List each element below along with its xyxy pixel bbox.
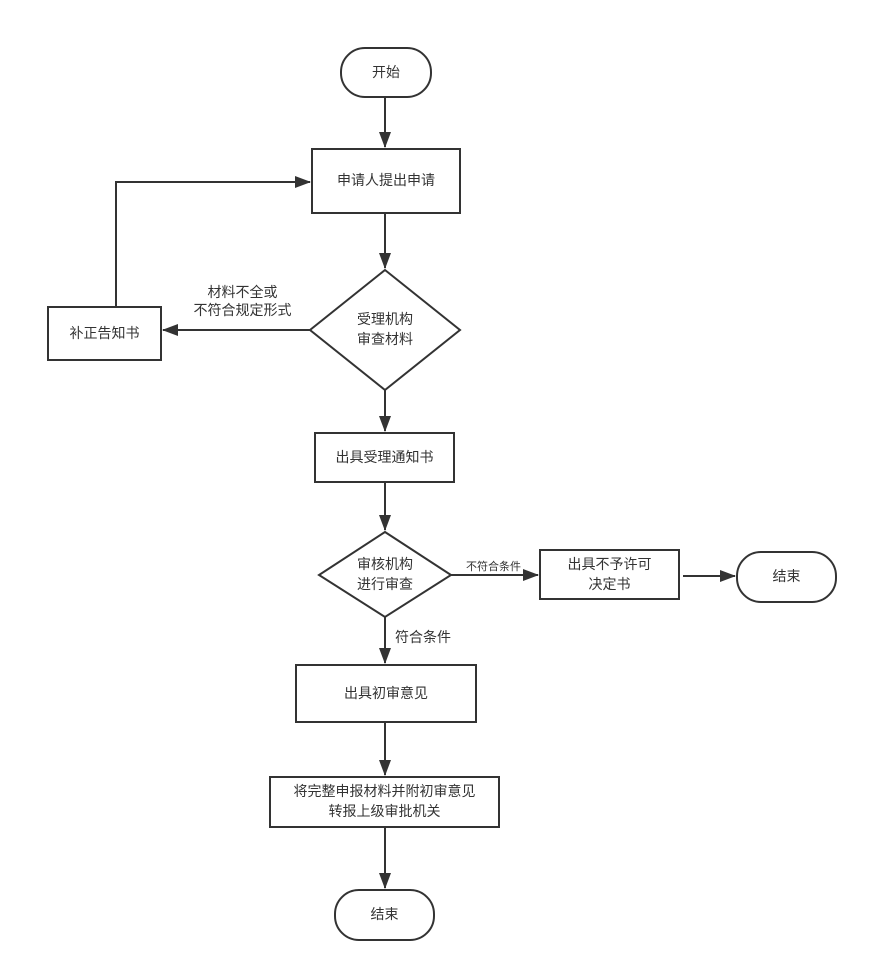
end-deny-terminal <box>736 551 837 603</box>
acceptance-notice-box <box>314 432 455 483</box>
check-materials-label: 受理机构 审查材料 <box>357 312 413 348</box>
edge-correction-to-apply <box>115 176 311 307</box>
forward-label: 将完整申报材料并附初审意见 转报上级审批机关 <box>293 784 476 820</box>
apply-box <box>311 148 461 214</box>
review-label: 审核机构 进行审查 <box>357 557 413 593</box>
deny-decision-label: 出具不予许可 决定书 <box>567 556 652 593</box>
end-label: 结束 <box>370 907 399 923</box>
preliminary-opinion-box <box>295 664 477 723</box>
deny-decision-box <box>539 549 680 600</box>
end-terminal <box>334 889 435 941</box>
correction-notice-label: 补正告知书 <box>69 325 140 342</box>
edge-label-qualified: 符合条件 <box>395 630 451 646</box>
end-deny-label: 结束 <box>772 569 801 585</box>
correction-notice-box <box>47 306 162 361</box>
acceptance-notice-label: 出具受理通知书 <box>335 449 434 466</box>
edge-label-not-qualified: 不符合条件 <box>466 560 521 573</box>
preliminary-opinion-label: 出具初审意见 <box>344 685 428 702</box>
edge-label-incomplete: 材料不全或 不符合规定形式 <box>193 285 292 319</box>
apply-label: 申请人提出申请 <box>337 173 435 189</box>
start-label: 开始 <box>372 64 400 81</box>
